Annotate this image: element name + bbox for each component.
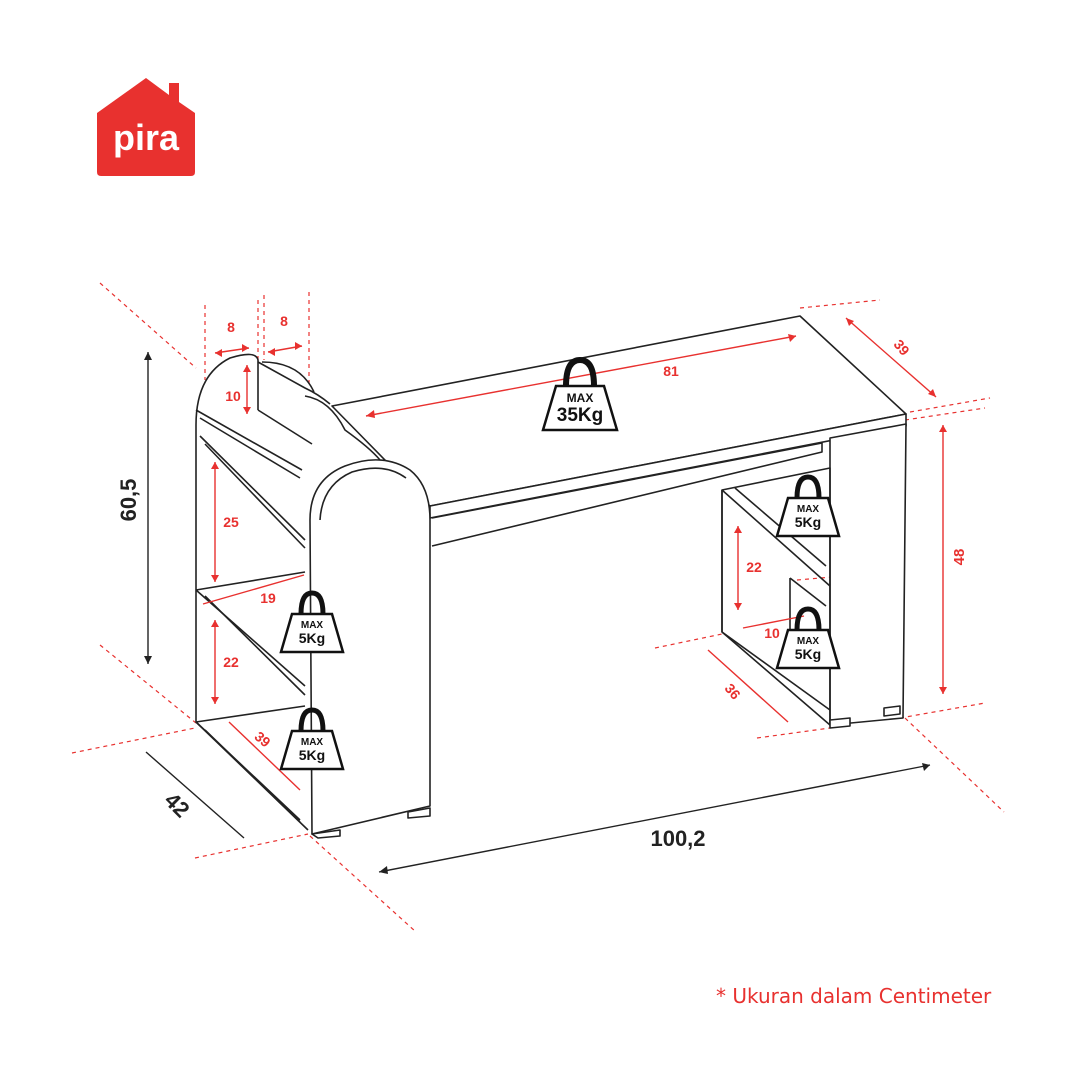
svg-text:MAX: MAX	[301, 620, 324, 631]
label-right-h: 22	[746, 559, 762, 575]
weight-icon-top: MAX 35Kg	[541, 356, 619, 432]
label-height-total: 60,5	[116, 479, 141, 522]
desk-drawing	[195, 315, 907, 839]
logo-text: pira	[113, 117, 180, 158]
svg-text:5Kg: 5Kg	[299, 630, 325, 646]
label-side-top-a: 8	[227, 319, 235, 335]
label-side-h-mid: 25	[223, 514, 239, 530]
svg-text:MAX: MAX	[301, 737, 324, 748]
arched-front-panel	[309, 459, 431, 835]
arrowheads-black	[144, 352, 930, 874]
label-leg-height: 48	[951, 549, 968, 566]
svg-text:35Kg: 35Kg	[557, 405, 603, 426]
label-table-depth: 39	[891, 336, 913, 358]
svg-text:MAX: MAX	[797, 504, 820, 515]
label-depth-total: 42	[160, 787, 195, 822]
logo-house-shape	[97, 78, 195, 176]
weight-icon-right-upper: MAX 5Kg	[775, 474, 841, 538]
svg-text:MAX: MAX	[567, 391, 594, 405]
svg-text:5Kg: 5Kg	[795, 646, 821, 662]
dimension-arrows	[202, 317, 944, 791]
label-side-h-top: 10	[225, 388, 241, 404]
label-side-w-mid: 19	[260, 590, 276, 606]
label-right-w: 10	[764, 625, 780, 641]
label-side-h-low: 22	[223, 654, 239, 670]
label-table-width: 81	[663, 363, 679, 379]
weight-icon-right-lower: MAX 5Kg	[775, 606, 841, 670]
svg-text:5Kg: 5Kg	[795, 514, 821, 530]
weight-icon-left-middle: MAX 5Kg	[279, 590, 345, 654]
label-side-top-b: 8	[280, 313, 288, 329]
svg-text:MAX: MAX	[797, 636, 820, 647]
label-width-total: 100,2	[650, 826, 705, 851]
unit-note: * Ukuran dalam Centimeter	[716, 984, 992, 1008]
svg-text:5Kg: 5Kg	[299, 747, 325, 763]
pira-logo: pira	[97, 78, 195, 176]
arrowheads-red	[211, 318, 947, 704]
overall-dimension-arrows	[145, 352, 931, 873]
weight-icon-left-lower: MAX 5Kg	[279, 707, 345, 771]
right-leg-panel	[829, 423, 907, 726]
label-right-d: 36	[722, 680, 744, 702]
